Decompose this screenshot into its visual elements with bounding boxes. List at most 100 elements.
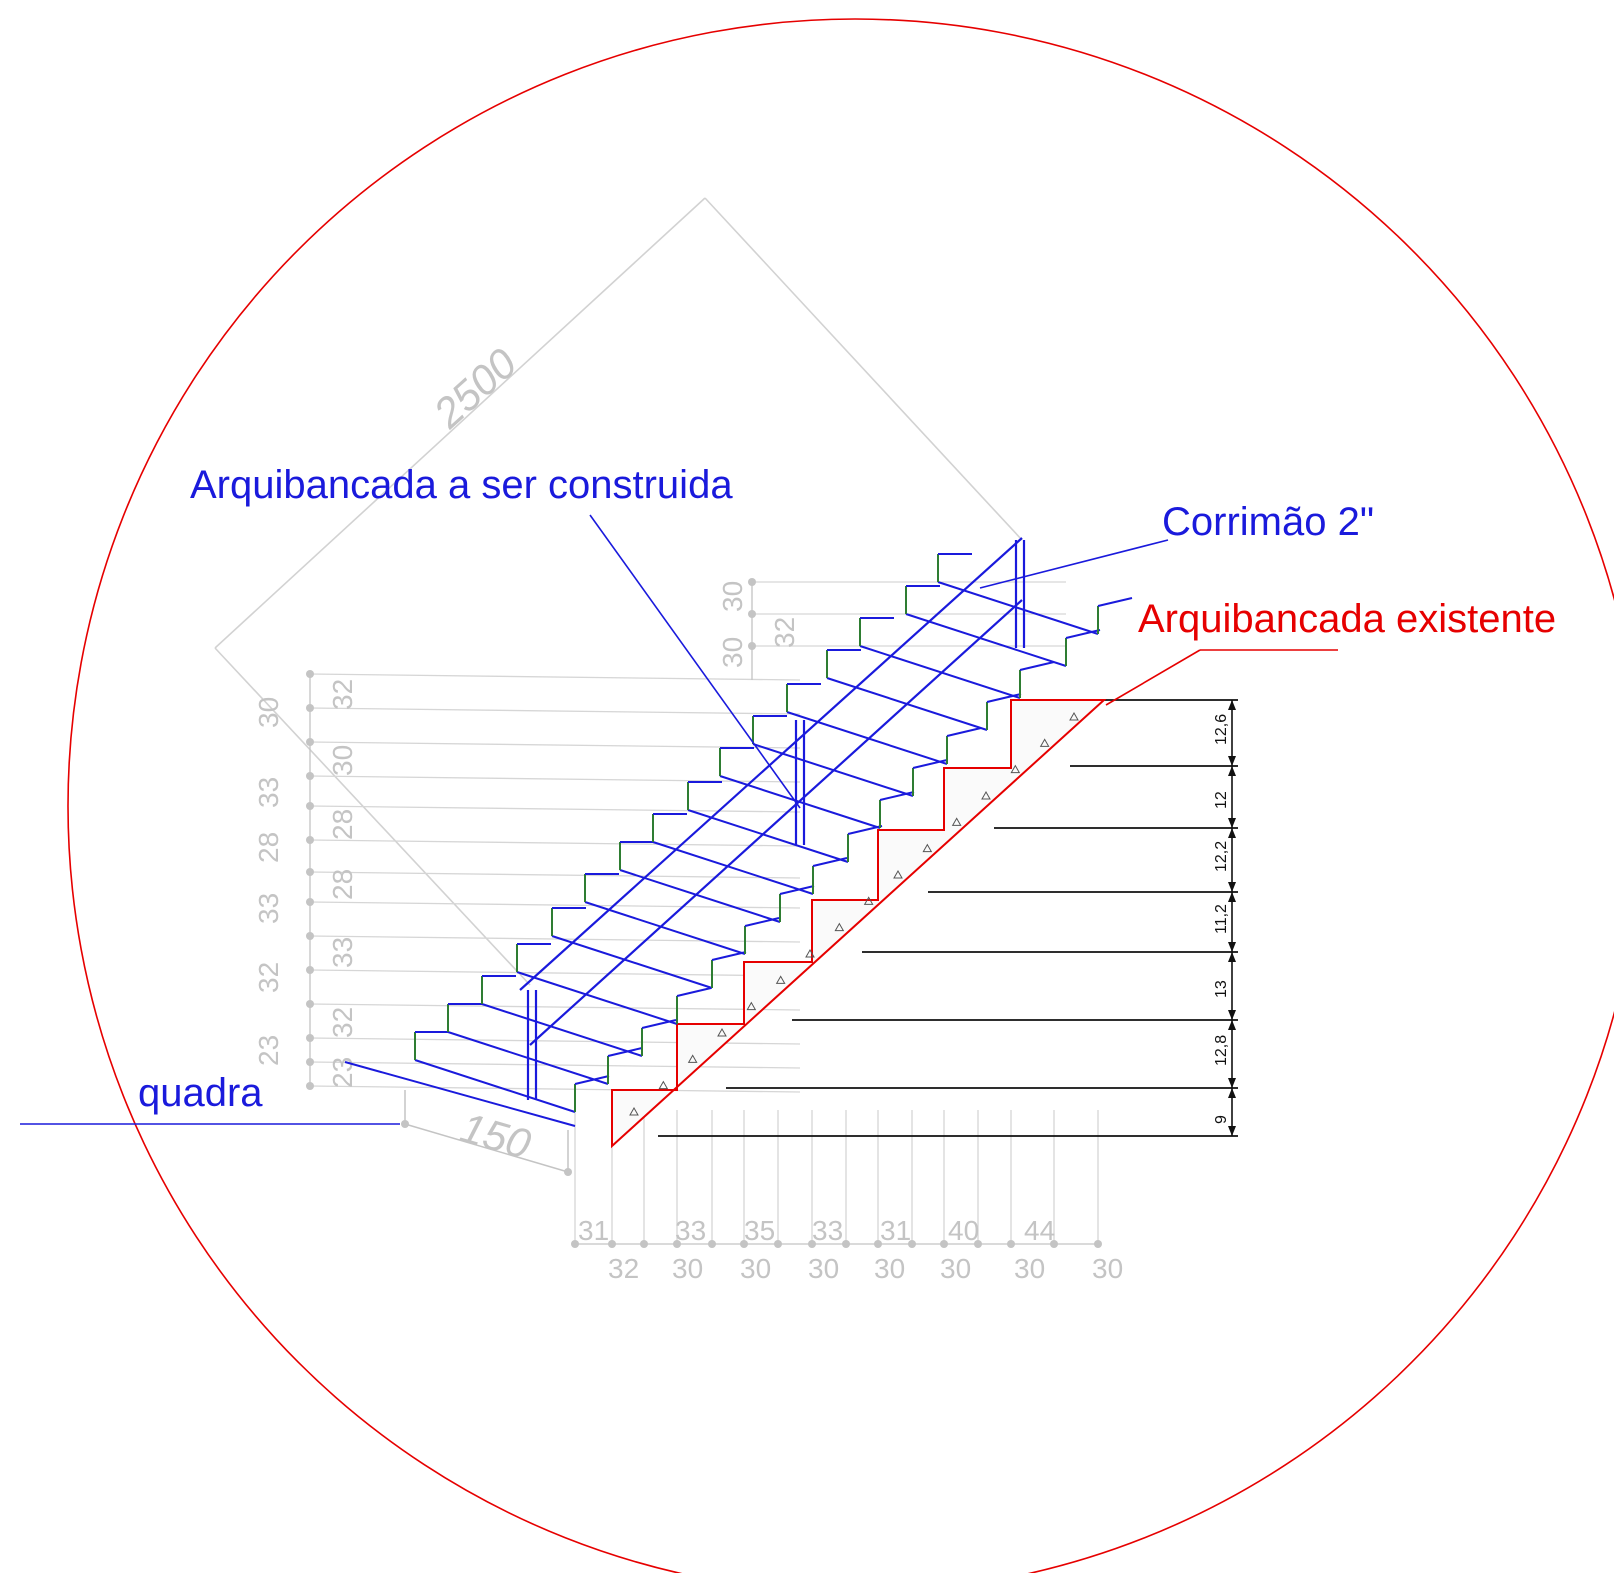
- dim-extension-line: [309, 839, 801, 847]
- concrete-hatch-mark: [1069, 711, 1079, 721]
- tread-bottom-row: 30: [672, 1253, 703, 1284]
- label-court: quadra: [138, 1071, 263, 1115]
- top-outer-height: 30: [717, 581, 748, 612]
- tread-bottom-row: 30: [740, 1253, 771, 1284]
- tread-top-row: 40: [948, 1215, 979, 1246]
- dim-extension-line: [309, 741, 801, 749]
- left-outer-height: 23: [253, 1035, 284, 1066]
- dimension-arrow: [1228, 1088, 1236, 1136]
- new-step: [619, 841, 815, 923]
- top-outer-height: 30: [717, 637, 748, 668]
- left-outer-height: 30: [253, 697, 284, 728]
- new-step: [652, 813, 848, 895]
- tread-top-row: 33: [675, 1215, 706, 1246]
- dim-extension-line: [309, 1085, 801, 1093]
- new-step: [447, 1003, 643, 1085]
- dim-extension-line: [309, 673, 801, 681]
- tread-bottom-row: 30: [940, 1253, 971, 1284]
- dim-extension-line: [309, 969, 801, 977]
- concrete-hatch-mark: [717, 1027, 727, 1037]
- concrete-hatch-mark: [687, 1054, 698, 1063]
- construction-square: [214, 197, 1023, 986]
- tread-top-row: 35: [744, 1215, 775, 1246]
- detail-circle: [67, 18, 1614, 1573]
- new-step: [859, 617, 1055, 699]
- label-new-stand: Arquibancada a ser construida: [190, 463, 733, 507]
- new-step: [937, 553, 1133, 635]
- existing-step-height: 12,8: [1213, 1035, 1230, 1066]
- new-stand-bottom-edge: [344, 1061, 576, 1127]
- new-step: [551, 907, 747, 989]
- left-outer-height: 33: [253, 893, 284, 924]
- new-stand-steps: [344, 553, 1133, 1127]
- concrete-hatch-mark: [863, 896, 874, 905]
- bottom-dimension-chain: 31 33 35 33 31 40 44 32 30 30 30 30 30 30 30: [571, 1110, 1123, 1284]
- left-inner-height: 33: [327, 937, 358, 968]
- left-inner-height: 32: [327, 1007, 358, 1038]
- leader-lines: [20, 514, 1338, 1125]
- existing-step-height: 12: [1213, 791, 1230, 809]
- new-step: [786, 683, 982, 765]
- left-outer-height: 33: [253, 777, 284, 808]
- concrete-hatch-mark: [951, 817, 962, 826]
- tread-bottom-row: 30: [1092, 1253, 1123, 1284]
- concrete-hatch-mark: [1039, 738, 1050, 747]
- existing-step-height: 9: [1213, 1115, 1230, 1124]
- tread-top-row: 44: [1024, 1215, 1055, 1246]
- concrete-hatch-mark: [775, 975, 786, 984]
- callout-labels: Arquibancada a ser construida Corrimão 2…: [138, 463, 1556, 1115]
- dim-extension-line: [309, 935, 801, 943]
- left-inner-height: 28: [327, 869, 358, 900]
- new-step: [516, 943, 712, 1025]
- tread-top-row: 31: [880, 1215, 911, 1246]
- dim-extension-line: [309, 871, 801, 879]
- concrete-hatch-mark: [893, 869, 903, 879]
- left-inner-height: 30: [327, 745, 358, 776]
- dim-extension-line: [309, 1003, 801, 1011]
- new-step: [414, 1031, 610, 1113]
- left-inner-height: 32: [327, 679, 358, 710]
- tread-bottom-row: 32: [608, 1253, 639, 1284]
- left-inner-height: 28: [327, 809, 358, 840]
- existing-stand-profile: [611, 699, 1107, 1149]
- dim-extension-line: [309, 805, 801, 813]
- dim-extension-line: [309, 707, 801, 715]
- top-inner-height: 32: [769, 617, 800, 648]
- label-handrail: Corrimão 2": [1162, 500, 1374, 544]
- label-existing-stand: Arquibancada existente: [1138, 597, 1556, 641]
- concrete-hatch-mark: [981, 790, 991, 800]
- concrete-hatch-mark: [834, 922, 845, 932]
- existing-step-height: 11,2: [1213, 904, 1230, 934]
- new-step: [719, 747, 915, 829]
- tread-bottom-row: 30: [808, 1253, 839, 1284]
- concrete-hatch-mark: [629, 1106, 639, 1116]
- leader-existing-stand: [1105, 649, 1201, 706]
- existing-stand-outline: [611, 699, 1107, 1149]
- leader-handrail: [979, 539, 1169, 589]
- existing-level-lines: 12,6 12 12,2 11,2 13 12,8 9: [658, 699, 1238, 1137]
- handrail: [519, 537, 1026, 1100]
- concrete-hatch-mark: [922, 843, 933, 853]
- new-step: [687, 781, 883, 863]
- new-step: [905, 585, 1101, 667]
- concrete-hatch-mark: [658, 1080, 669, 1090]
- existing-step-height: 13: [1213, 980, 1230, 998]
- dim-extension-line: [309, 1061, 801, 1069]
- left-outer-height: 32: [253, 962, 284, 993]
- leader-new-stand: [589, 514, 801, 809]
- existing-step-height: 12,2: [1213, 841, 1230, 872]
- concrete-hatch-mark: [746, 1001, 757, 1011]
- existing-step-height: 12,6: [1213, 714, 1230, 745]
- tread-bottom-row: 30: [874, 1253, 905, 1284]
- tread-bottom-row: 30: [1014, 1253, 1045, 1284]
- tread-top-row: 33: [812, 1215, 843, 1246]
- left-outer-height: 28: [253, 832, 284, 863]
- tread-top-row: 31: [578, 1215, 609, 1246]
- concrete-hatch-mark: [805, 948, 815, 958]
- dim-extension-line: [309, 901, 801, 909]
- concrete-hatch-mark: [1010, 764, 1021, 774]
- new-step: [481, 975, 677, 1057]
- left-inner-height: 23: [327, 1057, 358, 1088]
- diagonal-length-dim: 2500: [424, 339, 526, 438]
